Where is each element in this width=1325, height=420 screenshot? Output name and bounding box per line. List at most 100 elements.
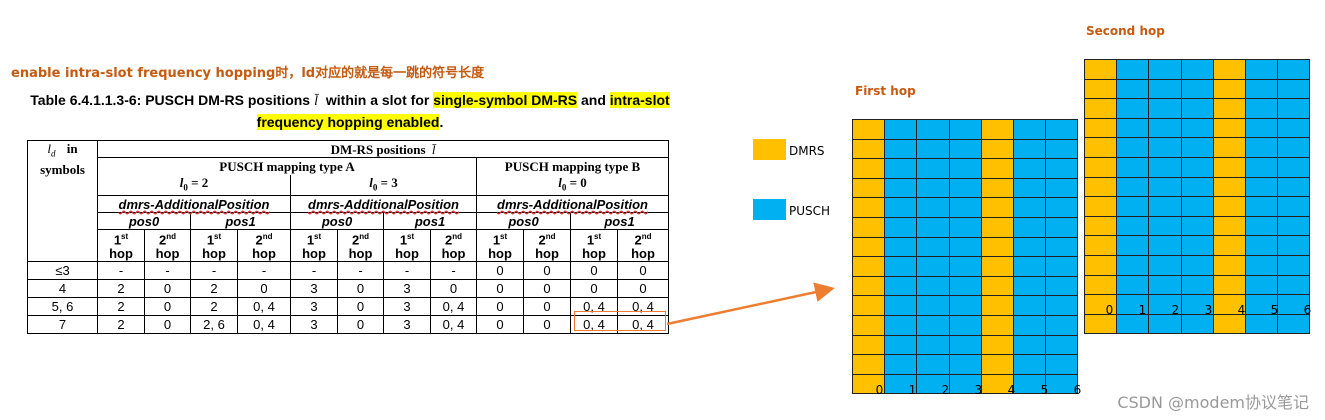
- dmrs-cell: [1083, 196, 1118, 217]
- dmrs-cell: [851, 177, 886, 199]
- table-cell: 2: [190, 279, 238, 299]
- dmrs-cell: [1083, 215, 1118, 237]
- pusch-cell: [948, 119, 982, 140]
- dmrs-cell: [1212, 294, 1246, 315]
- pusch-cell: [916, 216, 950, 238]
- pusch-cell: [1012, 314, 1047, 336]
- dmrs-positions-table: ld in symbols DM-RS positions l̄ PUSCH m…: [27, 139, 669, 335]
- pusch-cell: [1180, 137, 1214, 158]
- watermark: CSDN @modem协议笔记: [1117, 393, 1309, 412]
- pusch-cell: [1045, 138, 1079, 160]
- pusch-cell: [1277, 78, 1311, 100]
- dmrs-cell: [1083, 59, 1118, 80]
- pusch-cell: [948, 334, 982, 356]
- hop-number: 2: [351, 232, 360, 248]
- hop-number: 2: [255, 232, 263, 248]
- pusch-cell: [1277, 254, 1311, 276]
- pusch-cell: [1180, 215, 1214, 237]
- additional-position-header: dmrs-AdditionalPosition: [476, 195, 669, 214]
- pos0-header: pos0: [290, 212, 384, 231]
- pusch-cell: [1180, 274, 1214, 296]
- pusch-cell: [884, 177, 918, 199]
- dmrs-cell: [980, 373, 1014, 395]
- caption-highlight-2a: intra-slot: [609, 92, 670, 108]
- hop-number: 1: [492, 232, 501, 248]
- pusch-cell: [948, 158, 982, 179]
- pusch-cell: [916, 177, 950, 199]
- pusch-cell: [884, 354, 918, 375]
- pos1-header: pos1: [190, 212, 291, 231]
- hop-word: hop: [535, 246, 559, 262]
- second-hop-grid-row: [1083, 196, 1311, 217]
- pusch-cell: [916, 295, 950, 316]
- dmrs-cell: [1083, 137, 1118, 158]
- first-hop-grid-row: [851, 354, 1079, 375]
- pusch-cell: [1045, 119, 1079, 140]
- pusch-cell: [1277, 294, 1311, 315]
- mapping-type-a-header: PUSCH mapping type A: [97, 157, 477, 175]
- pusch-cell: [1148, 59, 1182, 80]
- table-cell: -: [144, 261, 191, 281]
- pusch-cell: [1012, 334, 1047, 356]
- second-hop-grid-row: [1083, 274, 1311, 296]
- table-cell: 0, 4: [570, 315, 618, 335]
- axis-tick-label: 5: [1040, 383, 1049, 397]
- pusch-cell: [1116, 313, 1150, 335]
- dmrs-cell: [1083, 117, 1118, 139]
- pusch-cell: [1277, 215, 1311, 237]
- dmrs-cell: [1212, 98, 1246, 119]
- dmrs-cell: [1083, 78, 1118, 100]
- hop-word: hop: [631, 246, 655, 262]
- caption-prefix: Table 6.4.1.1.3-6: PUSCH DM-RS positions: [30, 92, 311, 108]
- table-cell: 3: [383, 279, 431, 299]
- pusch-cell: [1012, 177, 1047, 199]
- hop-word: hop: [155, 246, 180, 262]
- pusch-cell: [1012, 354, 1047, 375]
- first-hop-grid-row: [851, 314, 1079, 336]
- pusch-cell: [1148, 176, 1182, 198]
- dmrs-cell: [980, 138, 1014, 160]
- pusch-cell: [916, 138, 950, 160]
- hop-number: 1: [113, 232, 122, 248]
- axis-tick-label: 2: [941, 383, 950, 397]
- ld-header: ld in symbols: [27, 139, 98, 263]
- pusch-cell: [1116, 98, 1150, 119]
- additional-position-text: dmrs-AdditionalPosition: [118, 196, 270, 212]
- second-hop-grid-row: [1083, 235, 1311, 256]
- table-cell: -: [430, 261, 477, 281]
- caption-highlight-2b: frequency hopping enabled: [256, 114, 440, 130]
- table-cell: 0: [476, 261, 524, 281]
- second-hop-grid-row: [1083, 215, 1311, 237]
- pusch-cell: [948, 236, 982, 258]
- dmrs-cell: [1083, 176, 1118, 198]
- pusch-cell: [1148, 196, 1182, 217]
- pusch-cell: [1148, 313, 1182, 335]
- dmrs-cell: [1212, 274, 1246, 296]
- pusch-cell: [884, 119, 918, 140]
- hop-word: hop: [488, 246, 512, 262]
- pusch-cell: [1012, 158, 1047, 179]
- first-hop-grid-row: [851, 256, 1079, 277]
- second-hop-grid: [1083, 59, 1311, 335]
- pusch-cell: [916, 256, 950, 277]
- pusch-cell: [1244, 59, 1279, 80]
- pusch-cell: [1012, 295, 1047, 316]
- pusch-cell: [1012, 138, 1047, 160]
- hop-word: hop: [582, 246, 606, 262]
- pusch-cell: [884, 138, 918, 160]
- axis-tick-label: 0: [1105, 303, 1114, 317]
- dmrs-cell: [1212, 215, 1246, 237]
- pusch-cell: [1116, 215, 1150, 237]
- table-cell: 3: [290, 315, 338, 335]
- pusch-cell: [1116, 254, 1150, 276]
- pusch-cell: [1116, 78, 1150, 100]
- table-cell: -: [383, 261, 431, 281]
- hop-word: hop: [109, 246, 133, 262]
- annotation-note: enable intra-slot frequency hopping时，ld对…: [11, 66, 485, 81]
